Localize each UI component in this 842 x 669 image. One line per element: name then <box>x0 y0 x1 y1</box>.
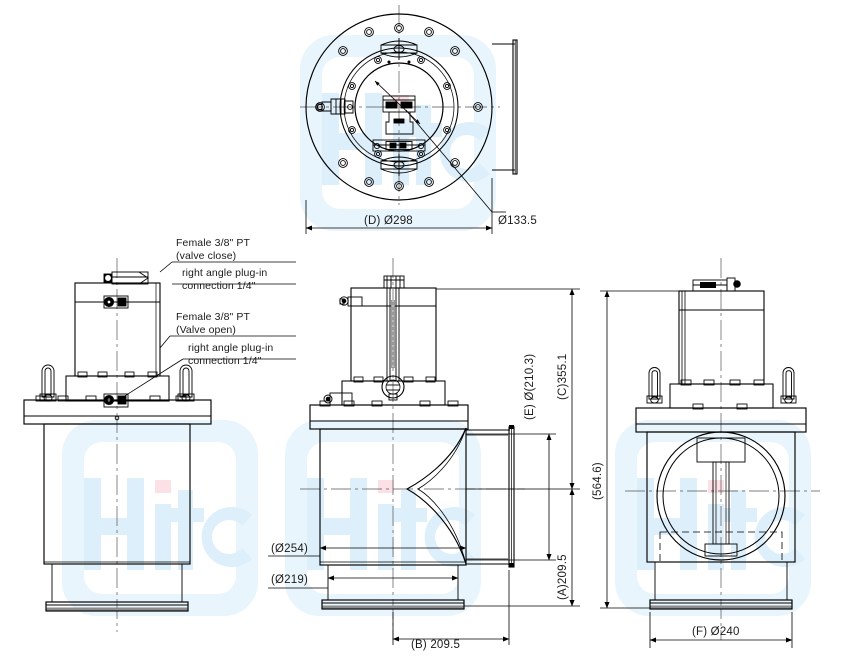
dim-port-dia: (E) Ø(210.3) <box>524 354 536 420</box>
dim-body-inner: (Ø219) <box>271 574 308 586</box>
dim-body-outer: (Ø254) <box>271 543 308 555</box>
front-view <box>23 258 212 632</box>
dim-height-total: (C)355.1 <box>557 354 569 400</box>
side-view-top-flange <box>309 400 469 430</box>
text-layer: Female 3/8" PT (valve close) right angle… <box>176 215 740 651</box>
side-view-close-port <box>339 296 363 307</box>
note-1-line-2: (valve close) <box>176 250 236 262</box>
dim-width: (B) 209.5 <box>411 639 460 651</box>
top-view-lug-upper <box>380 38 418 60</box>
note-valve-open: Female 3/8" PT (Valve open) right angle … <box>176 311 273 367</box>
note-2-line-1: Female 3/8" PT <box>176 311 250 323</box>
note-2-line-3: right angle plug-in <box>188 342 273 354</box>
rear-view <box>625 258 820 640</box>
rear-view-neck <box>649 562 793 610</box>
note-1-line-1: Female 3/8" PT <box>176 237 250 249</box>
top-view-lug-lower <box>380 154 418 176</box>
front-view-eyebolts <box>39 364 195 402</box>
top-view-side-fittings <box>316 98 354 115</box>
note-valve-close: Female 3/8" PT (valve close) right angle… <box>176 237 267 292</box>
dim-base-dia: (F) Ø240 <box>692 626 740 638</box>
dim-overall-height: (564.6) <box>592 462 604 500</box>
front-view-neck <box>51 564 183 602</box>
rear-view-body <box>646 431 796 563</box>
note-1-line-4: connection 1/4" <box>182 280 256 292</box>
rear-view-bonnet <box>669 379 774 410</box>
front-view-bottom-flange <box>45 601 189 612</box>
dimension-lines <box>119 178 793 648</box>
dim-height-lower: (A)209.5 <box>557 554 569 600</box>
top-view-right-flange <box>492 39 518 175</box>
note-2-line-2: (Valve open) <box>176 324 236 336</box>
rear-view-eyebolts <box>646 367 797 404</box>
top-view <box>300 5 518 213</box>
front-view-top-fitting <box>103 271 149 285</box>
dim-bore: Ø133.5 <box>498 215 537 227</box>
side-view-outlet <box>466 425 515 568</box>
front-view-body <box>43 423 191 565</box>
top-view-lower-plate <box>372 139 426 152</box>
note-1-line-3: right angle plug-in <box>182 267 267 279</box>
side-view <box>300 258 525 640</box>
front-view-close-port <box>103 295 129 309</box>
side-view-body <box>319 427 467 566</box>
dim-outer-flange: (D) Ø298 <box>364 215 413 227</box>
side-view-neck <box>321 565 465 610</box>
rear-view-top-fitting <box>692 277 741 292</box>
note-2-line-4: connection 1/4" <box>188 355 262 367</box>
side-view-stem-cap <box>383 275 405 289</box>
